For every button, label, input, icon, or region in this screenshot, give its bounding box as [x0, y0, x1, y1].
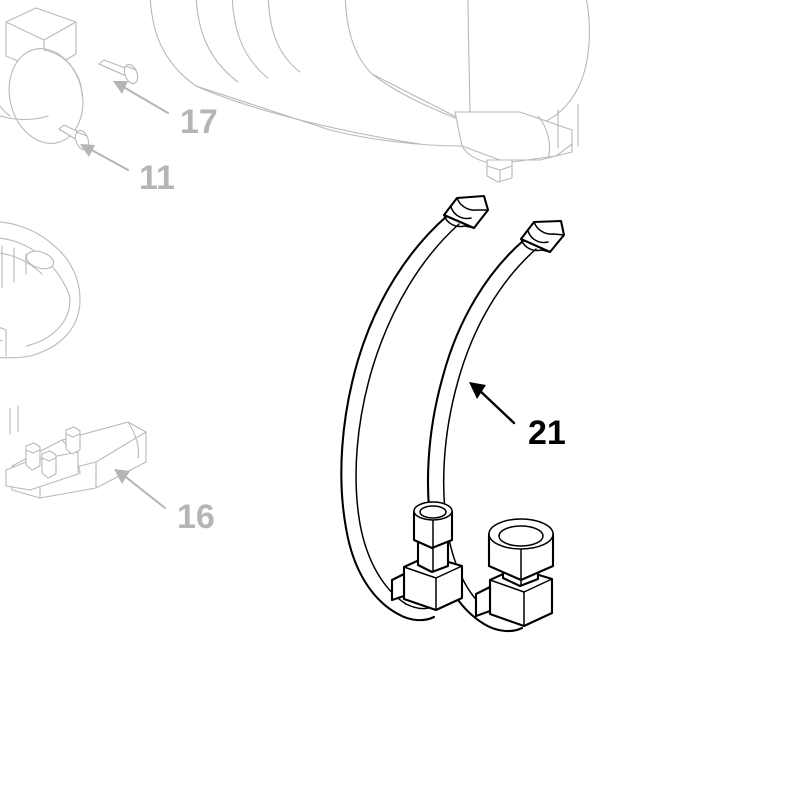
part-housing-shell [0, 221, 81, 359]
callout-16: 16 [114, 469, 215, 536]
callout-17-leader [119, 84, 169, 114]
callout-17: 17 [113, 81, 218, 141]
callout-21-leader [475, 386, 516, 425]
part-small-cylinder-valve [0, 7, 84, 144]
callout-21-label: 21 [528, 414, 566, 452]
part-bolt-long [98, 59, 139, 85]
hose-ferrule-a [442, 194, 490, 230]
callout-16-arrowhead [114, 469, 130, 484]
part-hydraulic-cylinder [149, 0, 590, 183]
callout-17-arrowhead [113, 81, 128, 94]
callout-17-label: 17 [180, 103, 218, 141]
callout-11-label: 11 [139, 159, 175, 197]
callout-16-label: 16 [177, 498, 215, 536]
callout-11: 11 [80, 144, 175, 197]
callout-21-arrowhead [469, 382, 486, 399]
callout-21: 21 [469, 382, 566, 452]
part-handle-grip [5, 405, 147, 499]
callout-16-leader [121, 473, 166, 509]
elbow-fitting-a [390, 501, 464, 612]
callout-11-arrowhead [80, 144, 95, 157]
part-hydraulic-hose-pair [340, 194, 566, 633]
callout-11-leader [87, 147, 129, 171]
hose-ferrule-b [519, 219, 566, 254]
elbow-fitting-b [474, 518, 555, 628]
